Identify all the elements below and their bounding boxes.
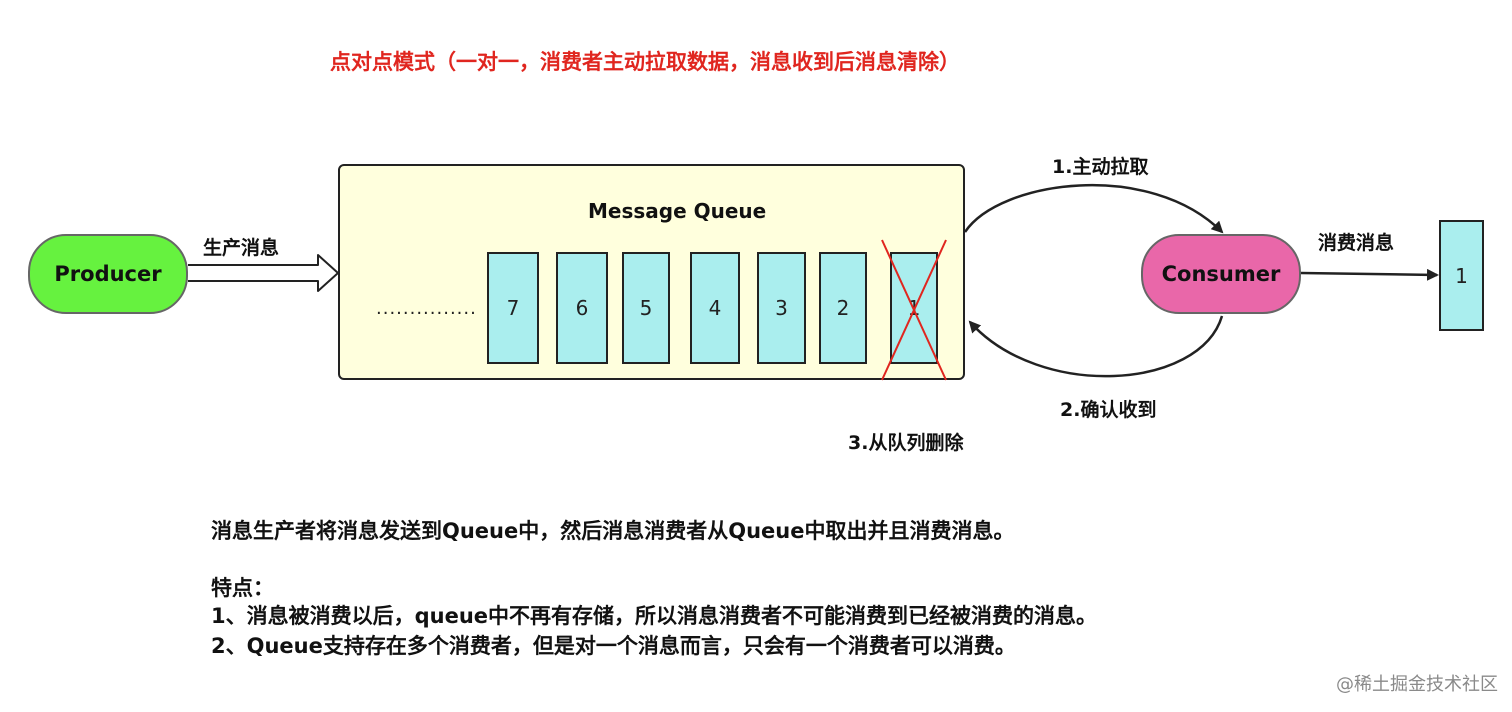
feature-item-2: 2、Queue支持存在多个消费者，但是对一个消息而言，只会有一个消费者可以消费。: [211, 634, 1016, 658]
pull-arrow: [963, 184, 1224, 234]
produce-label: 生产消息: [203, 237, 280, 259]
consumer-node: Consumer: [1141, 234, 1301, 314]
consume-arrow: [1300, 268, 1439, 281]
queue-message-3: 3: [757, 252, 806, 364]
producer-node: Producer: [28, 234, 188, 314]
description-summary: 消息生产者将消息发送到Queue中，然后消息消费者从Queue中取出并且消费消息…: [211, 519, 1015, 543]
consume-label: 消费消息: [1318, 232, 1395, 254]
diagram-title: 点对点模式（一对一，消费者主动拉取数据，消息收到后消息清除）: [330, 50, 960, 74]
feature-item-1: 1、消息被消费以后，queue中不再有存储，所以消息消费者不可能消费到已经被消费…: [211, 604, 1098, 628]
consumed-message: 1: [1439, 220, 1484, 331]
pull-label: 1.主动拉取: [1052, 156, 1149, 178]
queue-title: Message Queue: [588, 199, 767, 223]
features-heading: 特点：: [211, 576, 274, 600]
queue-message-2: 2: [819, 252, 867, 364]
ack-label: 2.确认收到: [1060, 399, 1157, 421]
removed-cross-line-2: [881, 239, 947, 381]
queue-ellipsis: ...............: [376, 298, 477, 319]
queue-message-4: 4: [690, 252, 740, 364]
queue-message-5: 5: [622, 252, 670, 364]
produce-arrow: [188, 254, 339, 292]
queue-message-6: 6: [556, 252, 608, 364]
ack-arrow: [968, 315, 1224, 378]
delete-label: 3.从队列删除: [848, 432, 964, 454]
watermark: @稀土掘金技术社区: [1336, 674, 1498, 695]
queue-message-7: 7: [487, 252, 539, 364]
